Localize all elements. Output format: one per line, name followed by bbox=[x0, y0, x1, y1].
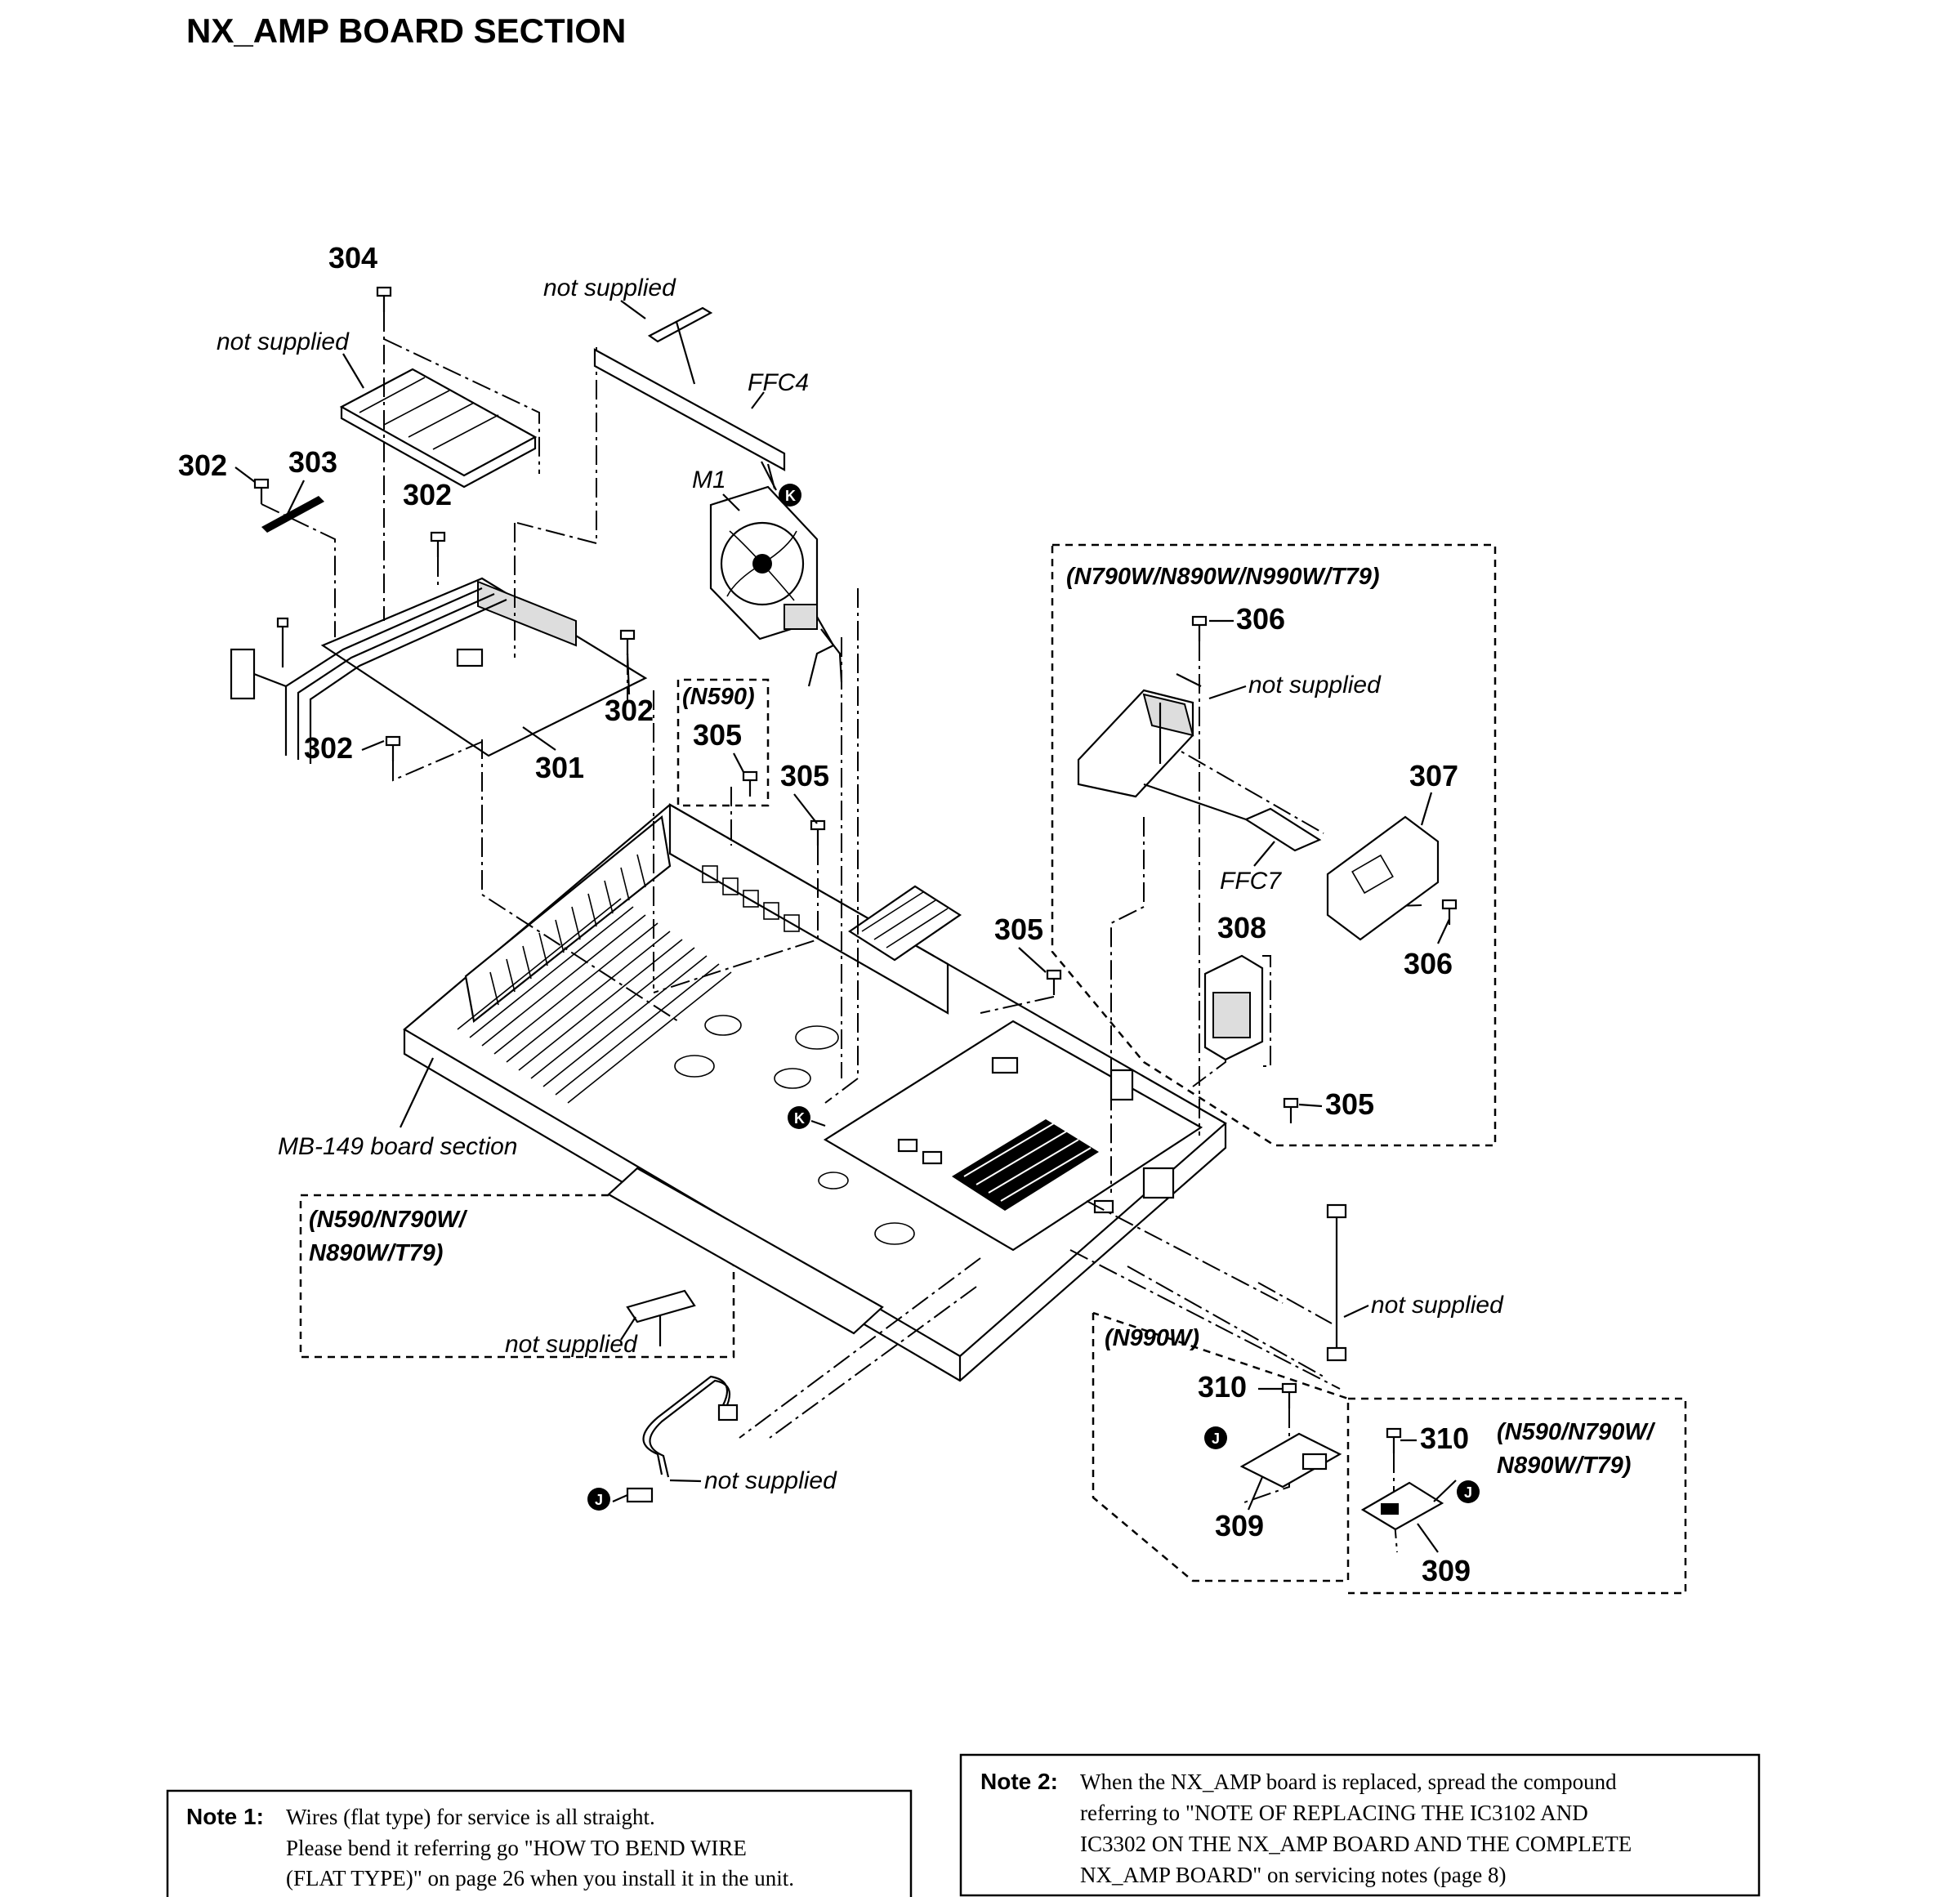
label-not-supplied-bracket: not supplied bbox=[1248, 672, 1382, 699]
svg-text:K: K bbox=[794, 1110, 805, 1127]
part-308-connector bbox=[1203, 954, 1271, 1067]
cable-n990w bbox=[1326, 1203, 1347, 1362]
marker-j-n590: J bbox=[1457, 1480, 1480, 1503]
note-2-label: Note 2: bbox=[980, 1769, 1058, 1794]
label-not-supplied-tape: not supplied bbox=[505, 1331, 638, 1358]
variant-box-n790w-group: (N790W/N890W/N990W/T79) bbox=[1051, 543, 1497, 1147]
label-m1: M1 bbox=[692, 466, 726, 493]
part-ffc4-cable bbox=[593, 306, 786, 491]
label-ffc4: FFC4 bbox=[748, 369, 809, 396]
variant-box-n590-cable: (N590/N790W/ N890W/T79) bbox=[299, 1194, 735, 1359]
note-2-line-2: referring to "NOTE OF REPLACING THE IC31… bbox=[1080, 1801, 1588, 1825]
label-305-a: 305 bbox=[693, 718, 742, 752]
variant-box-n990w: (N990W) bbox=[1092, 1311, 1350, 1582]
label-302-a: 302 bbox=[178, 449, 227, 482]
svg-text:(N590/N790W/: (N590/N790W/ bbox=[1497, 1419, 1656, 1445]
note-2-box: Note 2: When the NX_AMP board is replace… bbox=[959, 1753, 1761, 1897]
label-not-supplied-ffc4: not supplied bbox=[543, 275, 676, 301]
label-301: 301 bbox=[535, 751, 584, 784]
label-309-a: 309 bbox=[1215, 1509, 1264, 1542]
chassis-mb149 bbox=[403, 803, 1227, 1382]
part-speaker-bracket bbox=[1077, 673, 1202, 798]
note-1-box: Note 1: Wires (flat type) for service is… bbox=[166, 1789, 913, 1897]
marker-j-n990w: J bbox=[1204, 1426, 1227, 1449]
label-302-c: 302 bbox=[605, 694, 654, 727]
label-mb149: MB-149 board section bbox=[278, 1133, 518, 1160]
screws bbox=[253, 286, 1458, 1453]
marker-k-board: K bbox=[788, 1106, 810, 1129]
label-ffc7: FFC7 bbox=[1220, 868, 1282, 895]
svg-text:J: J bbox=[1464, 1484, 1472, 1501]
svg-text:(N790W/N890W/N990W/T79): (N790W/N890W/N990W/T79) bbox=[1066, 564, 1380, 590]
part-309-board-n990w bbox=[1239, 1432, 1342, 1489]
label-310-b: 310 bbox=[1420, 1422, 1469, 1455]
svg-text:J: J bbox=[595, 1492, 603, 1508]
svg-text:N890W/T79): N890W/T79) bbox=[1497, 1453, 1631, 1479]
part-number-labels: 304 302 303 302 302 302 301 305 305 305 … bbox=[178, 241, 1471, 1587]
marker-k-top: K bbox=[779, 484, 801, 507]
cable-n590-group bbox=[626, 1289, 739, 1503]
label-not-supplied-cable-n990w: not supplied bbox=[1371, 1292, 1504, 1319]
part-301-nx-amp-board bbox=[230, 368, 648, 764]
note-2-line-4: NX_AMP BOARD" on servicing notes (page 8… bbox=[1080, 1863, 1506, 1887]
label-309-b: 309 bbox=[1422, 1554, 1471, 1587]
label-305-c: 305 bbox=[994, 913, 1043, 946]
marker-j-cable: J bbox=[587, 1488, 610, 1511]
part-ffc7-cable bbox=[1143, 783, 1322, 852]
part-m1-fan bbox=[709, 485, 843, 687]
heatsink bbox=[952, 1119, 1099, 1211]
label-not-supplied-cable-n590: not supplied bbox=[704, 1467, 837, 1494]
connection-markers: K K J J J bbox=[587, 463, 1480, 1511]
label-310-a: 310 bbox=[1198, 1370, 1247, 1404]
label-307: 307 bbox=[1409, 759, 1458, 792]
leader-lines bbox=[234, 466, 1450, 1553]
note-2-line-1: When the NX_AMP board is replaced, sprea… bbox=[1080, 1770, 1617, 1794]
svg-text:(N590/N790W/: (N590/N790W/ bbox=[309, 1207, 468, 1233]
variant-box-n590: (N590) bbox=[676, 678, 770, 807]
part-303-bar bbox=[261, 496, 324, 533]
label-306-a: 306 bbox=[1236, 602, 1285, 636]
component-labels: not supplied not supplied FFC4 M1 not su… bbox=[217, 275, 1504, 1494]
label-305-b: 305 bbox=[780, 759, 829, 792]
variant-box-n590-board: (N590/N790W/ N890W/T79) bbox=[1348, 1397, 1687, 1595]
note-1-line-2: Please bend it referring go "HOW TO BEND… bbox=[286, 1836, 747, 1860]
label-302-d: 302 bbox=[304, 731, 353, 765]
page-title: NX_AMP BOARD SECTION bbox=[186, 11, 626, 50]
label-304: 304 bbox=[328, 241, 377, 275]
label-305-d: 305 bbox=[1325, 1087, 1374, 1121]
part-309-board-n590 bbox=[1360, 1481, 1444, 1531]
note-1-line-3: (FLAT TYPE)" on page 26 when you install… bbox=[286, 1866, 794, 1890]
note-1-label: Note 1: bbox=[186, 1804, 264, 1829]
svg-text:J: J bbox=[1212, 1431, 1220, 1447]
note-2-line-3: IC3302 ON THE NX_AMP BOARD AND THE COMPL… bbox=[1080, 1832, 1632, 1856]
label-303: 303 bbox=[288, 445, 337, 479]
svg-text:K: K bbox=[785, 488, 796, 504]
svg-text:(N590): (N590) bbox=[682, 684, 755, 710]
label-302-b: 302 bbox=[403, 478, 452, 511]
label-308: 308 bbox=[1217, 911, 1266, 944]
label-not-supplied-heatsink: not supplied bbox=[217, 328, 350, 355]
svg-text:(N990W): (N990W) bbox=[1105, 1325, 1199, 1351]
svg-text:N890W/T79): N890W/T79) bbox=[309, 1240, 443, 1266]
part-307-board bbox=[1326, 815, 1440, 941]
label-306-b: 306 bbox=[1404, 947, 1453, 980]
note-1-line-1: Wires (flat type) for service is all str… bbox=[286, 1805, 655, 1829]
